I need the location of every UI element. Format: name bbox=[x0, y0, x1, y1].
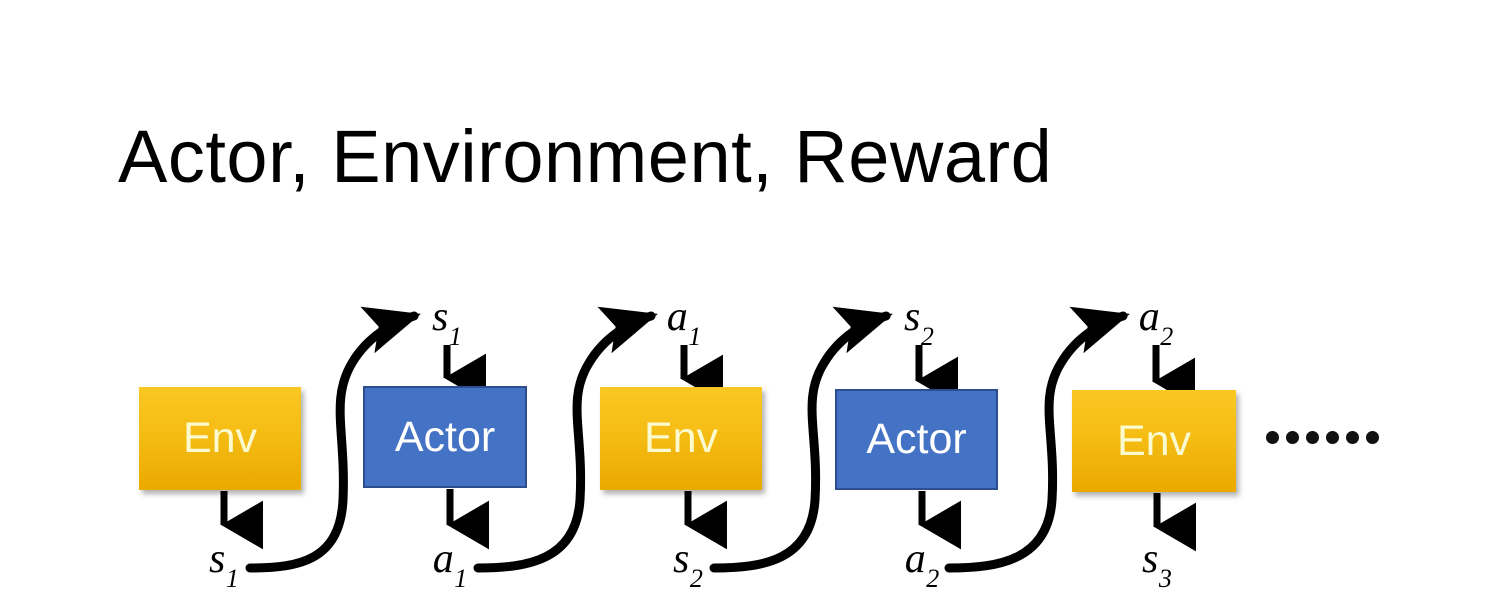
label-state-s2-bottom: s2 bbox=[673, 536, 703, 592]
label-action-a1-top: a1 bbox=[666, 294, 702, 350]
node-label: Actor bbox=[866, 415, 967, 463]
node-env-2[interactable]: Env bbox=[600, 387, 762, 490]
label-state-s1-top: s1 bbox=[432, 294, 462, 350]
node-actor-1[interactable]: Actor bbox=[363, 386, 527, 488]
label-symbol: s bbox=[432, 294, 449, 340]
label-symbol: s bbox=[673, 536, 690, 582]
node-env-3[interactable]: Env bbox=[1072, 390, 1236, 492]
label-action-a1-bottom: a1 bbox=[432, 536, 468, 592]
label-symbol: a bbox=[1138, 294, 1160, 340]
label-subscript: 1 bbox=[454, 564, 468, 594]
ellipsis-continues bbox=[1266, 431, 1379, 444]
arrow-label-to-box-group bbox=[443, 345, 1196, 407]
label-symbol: s bbox=[1142, 536, 1159, 582]
label-state-s3-bottom: s3 bbox=[1142, 536, 1172, 592]
node-label: Env bbox=[1116, 416, 1192, 465]
label-subscript: 2 bbox=[926, 564, 940, 594]
node-actor-2[interactable]: Actor bbox=[835, 389, 998, 490]
label-subscript: 3 bbox=[1158, 564, 1172, 594]
node-label: Env bbox=[182, 414, 258, 462]
ellipsis-dot bbox=[1326, 431, 1339, 444]
ellipsis-dot bbox=[1306, 431, 1319, 444]
arrow-box-to-label-group bbox=[220, 489, 1197, 552]
ellipsis-dot bbox=[1366, 431, 1379, 444]
label-subscript: 1 bbox=[225, 564, 239, 594]
label-action-a2-top: a2 bbox=[1138, 294, 1174, 350]
ellipsis-dot bbox=[1286, 431, 1299, 444]
ellipsis-dot bbox=[1266, 431, 1279, 444]
label-symbol: a bbox=[904, 536, 926, 582]
node-env-1[interactable]: Env bbox=[139, 387, 301, 490]
label-state-s2-top: s2 bbox=[904, 294, 934, 350]
label-subscript: 1 bbox=[448, 322, 462, 352]
label-subscript: 2 bbox=[1160, 322, 1174, 352]
page-title: Actor, Environment, Reward bbox=[118, 115, 1053, 198]
label-subscript: 2 bbox=[689, 564, 703, 594]
label-symbol: s bbox=[209, 536, 226, 582]
label-state-s1-bottom: s1 bbox=[209, 536, 239, 592]
label-symbol: s bbox=[904, 294, 921, 340]
label-subscript: 2 bbox=[920, 322, 934, 352]
label-symbol: a bbox=[432, 536, 454, 582]
label-action-a2-bottom: a2 bbox=[904, 536, 940, 592]
label-subscript: 1 bbox=[688, 322, 702, 352]
label-symbol: a bbox=[666, 294, 688, 340]
node-label: Actor bbox=[394, 412, 496, 461]
ellipsis-dot bbox=[1346, 431, 1359, 444]
node-label: Env bbox=[643, 414, 719, 462]
